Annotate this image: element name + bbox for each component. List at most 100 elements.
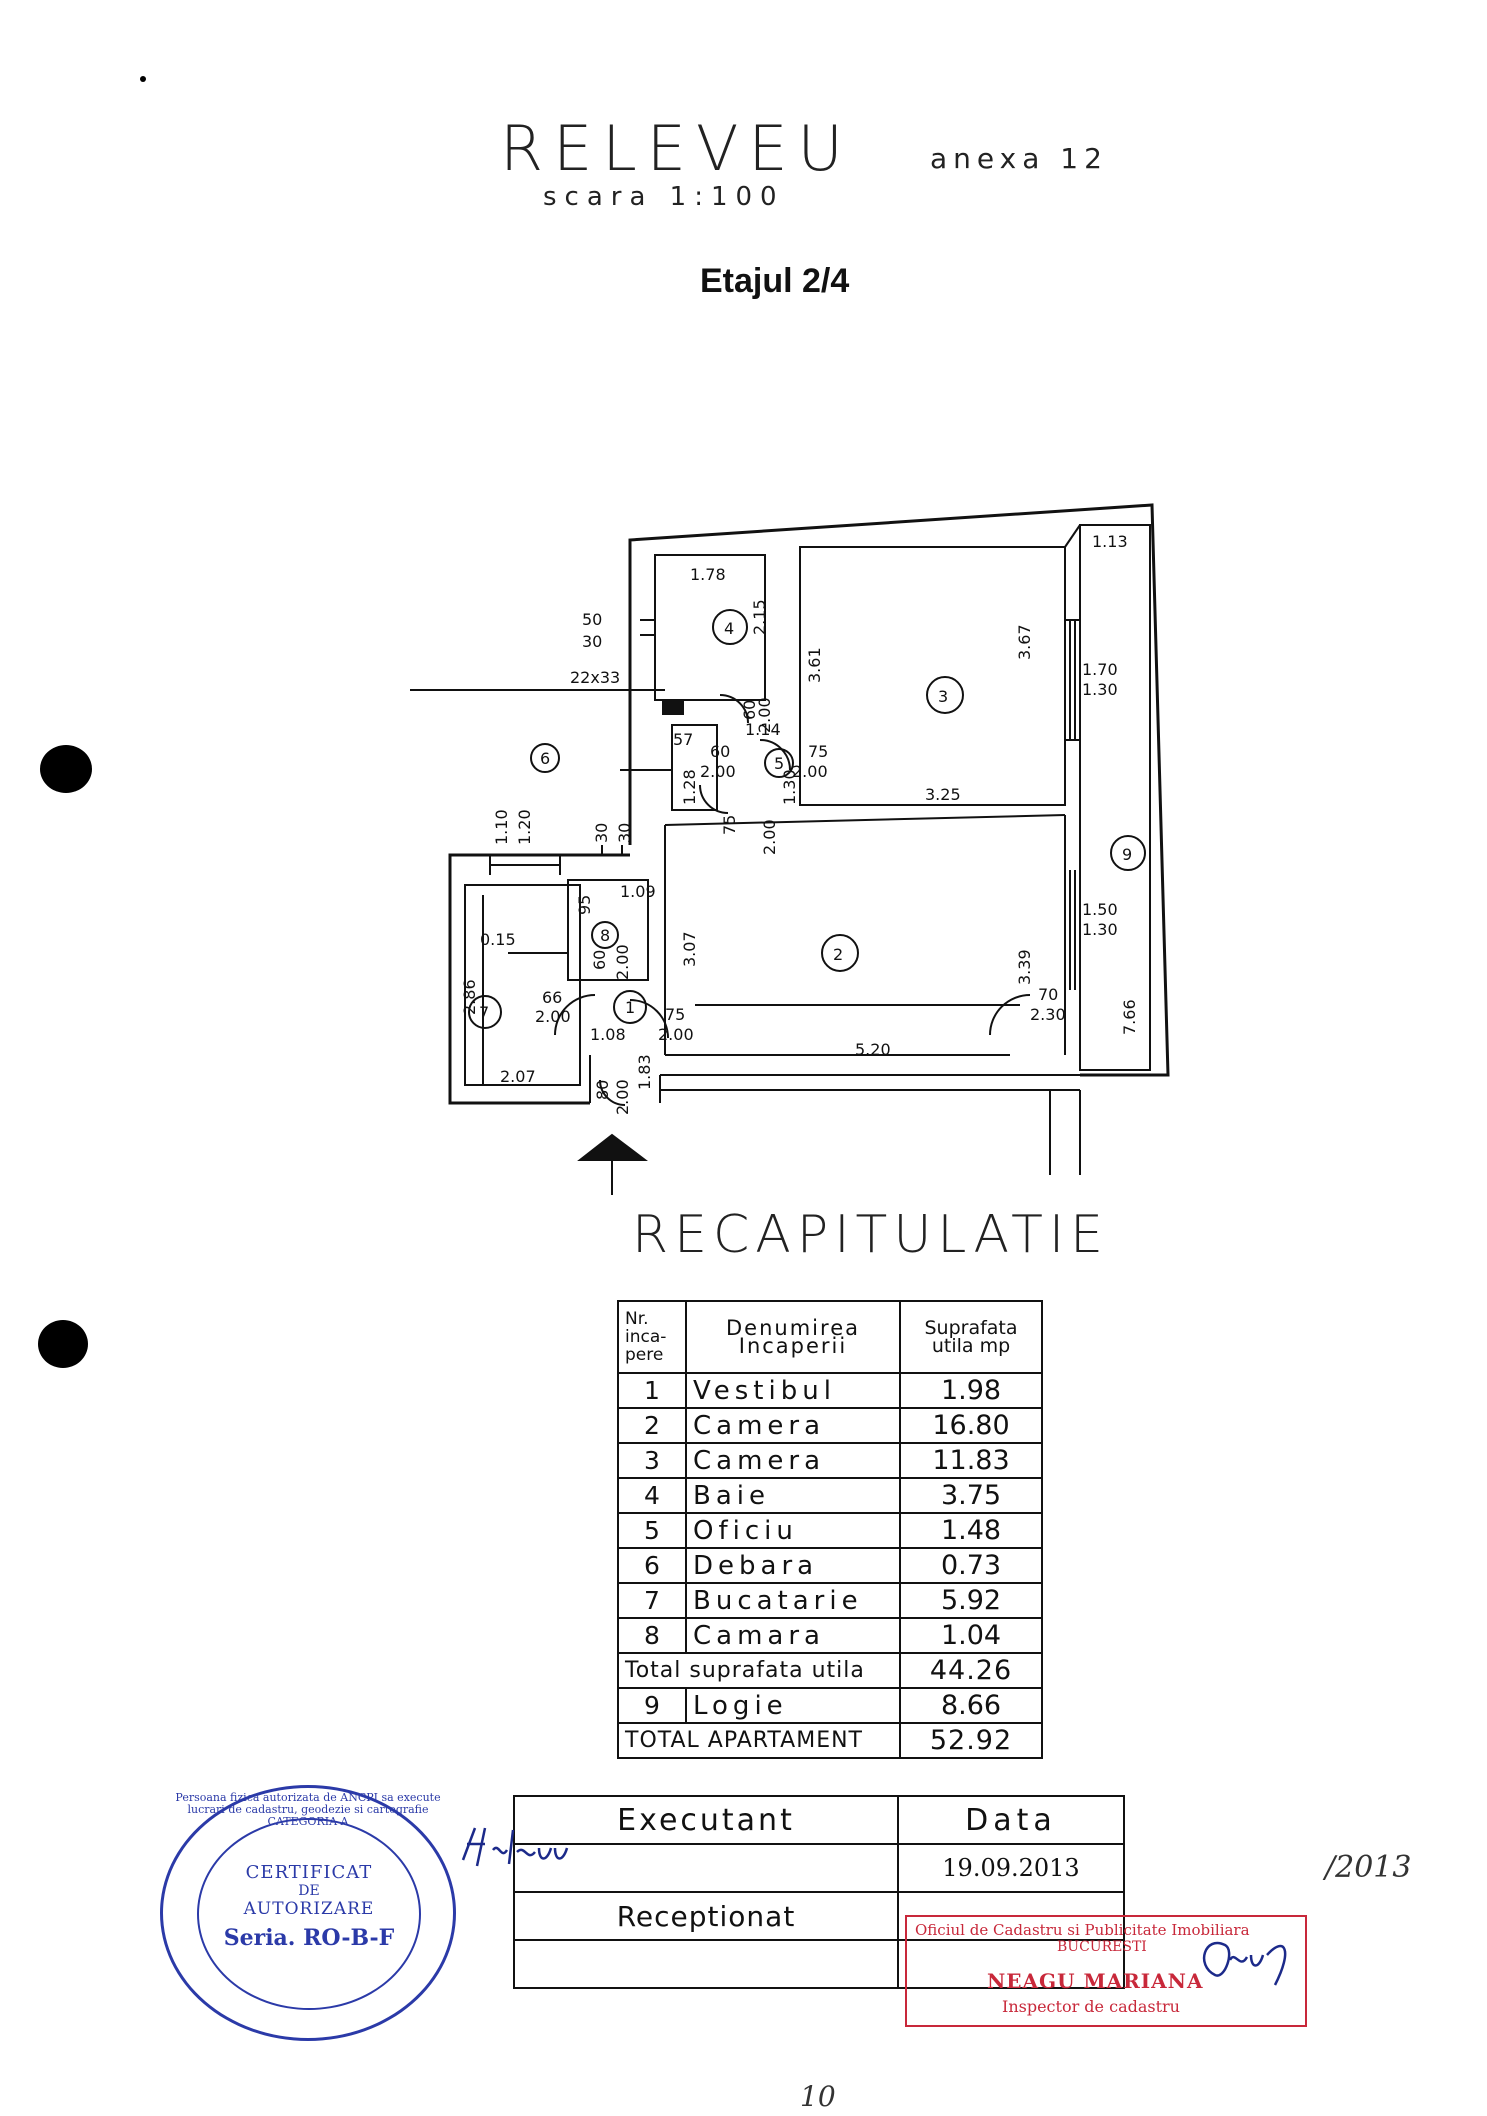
- door-arc: [719, 694, 749, 724]
- table-header-row: Nr. inca-pere Denumirea Incaperii Supraf…: [617, 1300, 1043, 1374]
- cell-nr: 1: [617, 1372, 687, 1409]
- cell-area: 1.98: [899, 1372, 1043, 1409]
- door-arc: [599, 1079, 626, 1106]
- dimension-label: 2.15: [750, 599, 769, 635]
- col-header-nr: Nr. inca-pere: [617, 1300, 687, 1374]
- room-label: 3: [938, 687, 948, 706]
- cell-name: Oficiu: [685, 1512, 901, 1549]
- cell-area: 16.80: [899, 1407, 1043, 1444]
- dimension-label: 5.20: [855, 1040, 891, 1059]
- door-arc: [554, 994, 596, 1036]
- cell-nr: 4: [617, 1477, 687, 1514]
- dimension-label: 2.00: [755, 697, 774, 733]
- dimension-label: 1.13: [1092, 532, 1128, 551]
- floor-plan: 4 3 5 6 2 8 7 1 9 1.13 1.78 50 30 2.15 3…: [410, 503, 1170, 1195]
- cell-name: Debara: [685, 1547, 901, 1584]
- dimension-label: 30: [582, 632, 602, 651]
- dimension-label: 50: [582, 610, 602, 629]
- room-label: 6: [540, 749, 550, 768]
- dimension-label: 66: [542, 988, 562, 1007]
- kitchen-inner-wall: [464, 884, 581, 1086]
- dimension-label: 0.15: [480, 930, 516, 949]
- room-label: 2: [833, 945, 843, 964]
- col-header-name: Denumirea Incaperii: [685, 1300, 901, 1374]
- cell-nr: 8: [617, 1617, 687, 1654]
- dimension-label: 3.67: [1015, 624, 1034, 660]
- recap-title: RECAPITULATIE: [632, 1205, 1110, 1265]
- room-label: 9: [1122, 845, 1132, 864]
- room-label: 8: [600, 926, 610, 945]
- stamp-line: DE: [298, 1883, 320, 1899]
- cell-name: Camara: [685, 1617, 901, 1654]
- receptionat-extra-cell: [897, 1939, 1125, 1989]
- dimension-label: 30: [592, 823, 611, 843]
- cell-area: 8.66: [899, 1687, 1043, 1724]
- dimension-label: 2.07: [500, 1067, 536, 1086]
- cell-name: Camera: [685, 1407, 901, 1444]
- dimension-label: 7.66: [1120, 999, 1139, 1035]
- dimension-label: 3.39: [1015, 949, 1034, 985]
- cell-nr: 6: [617, 1547, 687, 1584]
- executant-label: Executant: [513, 1795, 899, 1845]
- door-arc: [629, 999, 669, 1039]
- document-title: RELEVEU: [500, 112, 853, 185]
- stamp-line: Inspector de cadastru: [1002, 1997, 1180, 2016]
- dimension-label: 2.00: [535, 1007, 571, 1026]
- col-header-area: Suprafata utila mp: [899, 1300, 1043, 1374]
- ventilation-shaft: [662, 699, 684, 715]
- total-apartment-value: 52.92: [899, 1722, 1043, 1759]
- cell-name: Baie: [685, 1477, 901, 1514]
- dimension-label: 2.00: [613, 944, 632, 980]
- room-label: 4: [724, 619, 734, 638]
- total-util-label: Total suprafata utila: [617, 1652, 901, 1689]
- dimension-label: 57: [673, 730, 693, 749]
- receptionat-signature-cell: [513, 1939, 899, 1989]
- authorization-stamp: Persoana fizica autorizata de ANCPI sa e…: [160, 1785, 456, 2041]
- annex-label: anexa 12: [930, 142, 1108, 175]
- stamp-inner: CERTIFICAT DE AUTORIZARE Seria. RO-B-F: [197, 1818, 421, 2010]
- dimension-label: 1.14: [745, 720, 781, 739]
- dimension-label: 1.09: [620, 882, 656, 901]
- cell-area: 1.48: [899, 1512, 1043, 1549]
- room-label: 1: [625, 998, 635, 1017]
- data-label: Data: [897, 1795, 1125, 1845]
- handwritten-year: /2013: [1325, 1850, 1412, 1885]
- executant-signature-cell: [513, 1843, 899, 1893]
- room-label: 5: [774, 754, 784, 773]
- dimension-label: 1.08: [590, 1025, 626, 1044]
- dimension-label: 1.83: [635, 1054, 654, 1090]
- dimension-label: 3.25: [925, 785, 961, 804]
- cell-area: 1.04: [899, 1617, 1043, 1654]
- dimension-label: 2.00: [613, 1079, 632, 1115]
- pantry-wall: [567, 879, 649, 981]
- scale-label: scara 1:100: [543, 182, 785, 212]
- dimension-label: 75: [808, 742, 828, 761]
- dimension-label: 22x33: [570, 668, 620, 687]
- dimension-label: 2.30: [1030, 1005, 1066, 1024]
- stamp-line: Seria. RO-B-F: [223, 1925, 395, 1951]
- punch-hole-bottom: [38, 1320, 88, 1368]
- cell-nr: 2: [617, 1407, 687, 1444]
- cell-nr: 9: [617, 1687, 687, 1724]
- dimension-label: 75: [720, 815, 739, 835]
- stamp-line: Oficiul de Cadastru si Publicitate Imobi…: [915, 1921, 1250, 1939]
- dimension-label: 2.00: [700, 762, 736, 781]
- door-arc: [989, 994, 1031, 1036]
- bathroom-wall: [654, 554, 766, 701]
- cell-nr: 3: [617, 1442, 687, 1479]
- dimension-label: 1.78: [690, 565, 726, 584]
- cell-nr: 5: [617, 1512, 687, 1549]
- dimension-label: 1.10: [492, 809, 511, 845]
- stamp-line: CERTIFICAT: [245, 1862, 373, 1883]
- punch-hole-top: [40, 745, 92, 793]
- dimension-label: 60: [740, 700, 759, 720]
